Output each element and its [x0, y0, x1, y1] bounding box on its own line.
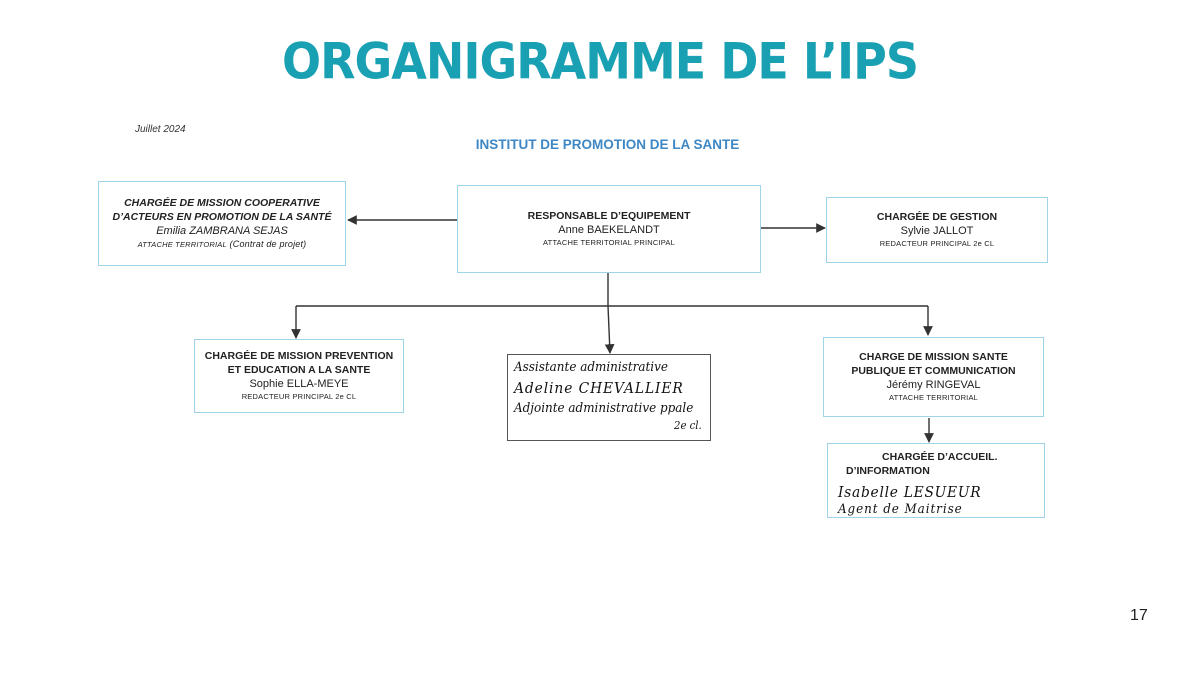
node-role-line1: CHARGE DE MISSION SANTE: [859, 351, 1008, 363]
node-role-line1: CHARGÉE D’ACCUEIL.: [882, 451, 998, 463]
node-grade: ATTACHE TERRITORIAL: [888, 393, 979, 402]
page-title: ORGANIGRAMME DE L’IPS: [281, 31, 919, 91]
node-role: RESPONSABLE D’EQUIPEMENT: [527, 210, 691, 222]
node-person-name-handwritten: Adeline CHEVALLIER: [514, 379, 684, 397]
node-prevention: CHARGÉE DE MISSION PREVENTION ET EDUCATI…: [194, 339, 404, 413]
node-role-line2: ET EDUCATION A LA SANTE: [227, 364, 371, 376]
node-cooperative: CHARGÉE DE MISSION COOPERATIVE D’ACTEURS…: [98, 181, 346, 266]
node-person-name: Sophie ELLA-MEYE: [249, 378, 349, 390]
node-sante-publique: CHARGE DE MISSION SANTE PUBLIQUE ET COMM…: [823, 337, 1044, 417]
node-role-handwritten: Assistante administrative: [514, 360, 668, 375]
node-grade-class-handwritten: 2e cl.: [673, 419, 702, 432]
node-grade-handwritten: Adjointe administrative ppale: [514, 401, 694, 416]
node-role-line2: PUBLIQUE ET COMMUNICATION: [851, 365, 1016, 377]
node-role-line1: CHARGÉE DE MISSION COOPERATIVE: [124, 197, 320, 209]
node-grade: REDACTEUR PRINCIPAL 2e CL: [879, 239, 995, 248]
node-person-name: Sylvie JALLOT: [900, 225, 974, 237]
node-gestion: CHARGÉE DE GESTION Sylvie JALLOT REDACTE…: [826, 197, 1048, 263]
node-grade: ATTACHE TERRITORIAL PRINCIPAL: [543, 238, 675, 247]
connector-to-assistante: [604, 305, 615, 354]
institute-name: INSTITUT DE PROMOTION DE LA SANTE: [475, 137, 740, 152]
node-person-name: Jérémy RINGEVAL: [886, 379, 981, 391]
page-number: 17: [1130, 607, 1148, 624]
node-person-name: Anne BAEKELANDT: [558, 224, 660, 236]
node-accueil: CHARGÉE D’ACCUEIL. D’INFORMATION Isabell…: [827, 443, 1045, 518]
node-grade-note: (Contrat de projet): [226, 239, 307, 249]
node-role-line2: D’ACTEURS EN PROMOTION DE LA SANTÉ: [112, 211, 332, 223]
node-role: CHARGÉE DE GESTION: [876, 211, 998, 223]
node-role-line1: CHARGÉE DE MISSION PREVENTION: [204, 350, 394, 362]
node-person-name: Emilia ZAMBRANA SEJAS: [156, 225, 288, 237]
node-grade: ATTACHE TERRITORIAL (Contrat de projet): [138, 238, 307, 251]
node-assistante: Assistante administrative Adeline CHEVAL…: [507, 354, 711, 441]
node-person-name-handwritten: Isabelle LESUEUR: [838, 483, 982, 501]
node-grade-handwritten: Agent de Maitrise: [838, 502, 963, 517]
document-date: Juillet 2024: [135, 124, 186, 135]
node-responsable: RESPONSABLE D’EQUIPEMENT Anne BAEKELANDT…: [457, 185, 761, 273]
node-grade: REDACTEUR PRINCIPAL 2e CL: [241, 392, 357, 401]
node-role-line2: D’INFORMATION: [846, 465, 930, 477]
node-grade-caps: ATTACHE TERRITORIAL: [137, 240, 227, 249]
